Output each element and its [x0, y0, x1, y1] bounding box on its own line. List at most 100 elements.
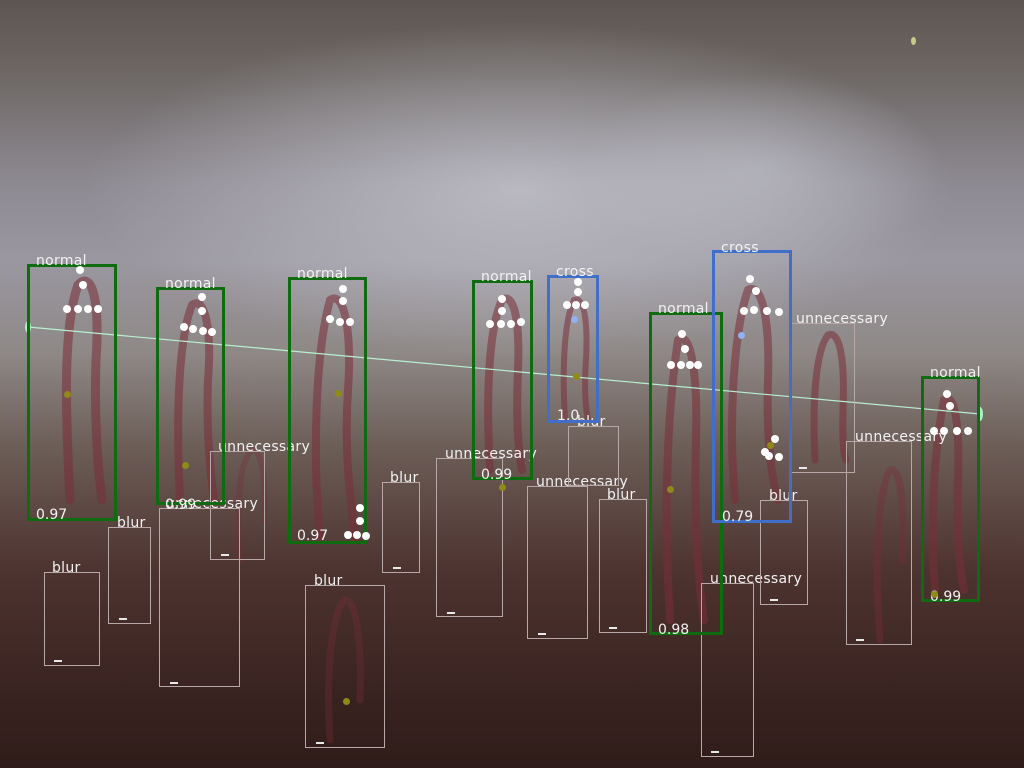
- keypoint: [765, 452, 773, 460]
- keypoint: [353, 531, 361, 539]
- keypoint: [677, 361, 685, 369]
- keypoint: [208, 328, 216, 336]
- box-marker: [54, 660, 62, 662]
- box-marker: [170, 682, 178, 684]
- normal-detection-box[interactable]: [27, 264, 117, 521]
- keypoint: [336, 318, 344, 326]
- image-speck: [911, 37, 916, 45]
- blur-box[interactable]: [382, 482, 420, 573]
- keypoint: [486, 320, 494, 328]
- normal-label: normal: [165, 276, 216, 292]
- keypoint: [943, 390, 951, 398]
- cross-detection-box[interactable]: [547, 275, 599, 423]
- keypoint: [498, 307, 506, 315]
- blur-box[interactable]: [305, 585, 385, 748]
- keypoint: [771, 435, 779, 443]
- keypoint: [356, 517, 364, 525]
- keypoint: [738, 332, 745, 339]
- keypoint: [761, 448, 769, 456]
- blur-label: blur: [117, 515, 146, 531]
- unnecessary-box[interactable]: [527, 486, 588, 639]
- confidence-score: 0.79: [722, 509, 754, 525]
- center-point: [931, 591, 938, 598]
- unnecessary-box[interactable]: [701, 583, 754, 757]
- unnecessary-label: unnecessary: [796, 311, 889, 327]
- blur-box[interactable]: [108, 527, 151, 624]
- keypoint: [678, 330, 686, 338]
- box-marker: [770, 599, 778, 601]
- center-point: [64, 391, 71, 398]
- blur-label: blur: [390, 470, 419, 486]
- keypoint: [572, 301, 580, 309]
- confidence-score: 0.97: [297, 528, 329, 544]
- box-marker: [393, 567, 401, 569]
- keypoint: [940, 427, 948, 435]
- blur-box[interactable]: [760, 500, 808, 605]
- keypoint: [326, 315, 334, 323]
- center-point: [573, 373, 580, 380]
- keypoint: [946, 402, 954, 410]
- keypoint: [356, 504, 364, 512]
- unnecessary-box[interactable]: [159, 508, 240, 687]
- box-marker: [221, 554, 229, 556]
- keypoint: [574, 278, 582, 286]
- blur-box[interactable]: [599, 499, 647, 633]
- keypoint: [517, 318, 525, 326]
- keypoint: [763, 307, 771, 315]
- box-marker: [799, 467, 807, 469]
- box-marker: [609, 627, 617, 629]
- keypoint: [497, 320, 505, 328]
- keypoint: [198, 307, 206, 315]
- blur-box[interactable]: [44, 572, 100, 666]
- unnecessary-box[interactable]: [846, 441, 912, 645]
- center-point: [667, 486, 674, 493]
- keypoint: [930, 427, 938, 435]
- confidence-score: 0.97: [36, 507, 68, 523]
- normal-label: normal: [297, 266, 348, 282]
- normal-detection-box[interactable]: [921, 376, 980, 602]
- keypoint: [667, 361, 675, 369]
- center-point: [335, 390, 342, 397]
- normal-detection-box[interactable]: [288, 277, 367, 544]
- center-point: [499, 484, 506, 491]
- blur-box[interactable]: [568, 426, 619, 486]
- unnecessary-box[interactable]: [210, 451, 265, 560]
- keypoint: [198, 293, 206, 301]
- keypoint: [339, 297, 347, 305]
- center-point: [343, 698, 350, 705]
- keypoint: [94, 305, 102, 313]
- normal-detection-box[interactable]: [156, 287, 225, 505]
- keypoint: [79, 281, 87, 289]
- normal-detection-box[interactable]: [649, 312, 723, 635]
- keypoint: [199, 327, 207, 335]
- box-marker: [856, 639, 864, 641]
- blur-label: blur: [607, 487, 636, 503]
- keypoint: [752, 287, 760, 295]
- keypoint: [344, 531, 352, 539]
- keypoint: [775, 308, 783, 316]
- keypoint: [740, 307, 748, 315]
- normal-detection-box[interactable]: [472, 280, 533, 480]
- box-marker: [538, 633, 546, 635]
- reference-line: [27, 326, 981, 415]
- unnecessary-label: unnecessary: [445, 446, 538, 462]
- keypoint: [84, 305, 92, 313]
- keypoint: [571, 316, 578, 323]
- keypoint: [681, 345, 689, 353]
- keypoint: [563, 301, 571, 309]
- box-marker: [711, 751, 719, 753]
- keypoint: [63, 305, 71, 313]
- keypoint: [581, 301, 589, 309]
- cross-detection-box[interactable]: [712, 250, 792, 523]
- keypoint: [953, 427, 961, 435]
- confidence-score: 0.98: [658, 622, 690, 638]
- keypoint: [362, 532, 370, 540]
- keypoint: [750, 306, 758, 314]
- confidence-score: 0.99: [165, 497, 197, 513]
- unnecessary-box[interactable]: [436, 458, 503, 617]
- keypoint: [507, 320, 515, 328]
- keypoint: [346, 318, 354, 326]
- keypoint: [189, 325, 197, 333]
- keypoint: [574, 288, 582, 296]
